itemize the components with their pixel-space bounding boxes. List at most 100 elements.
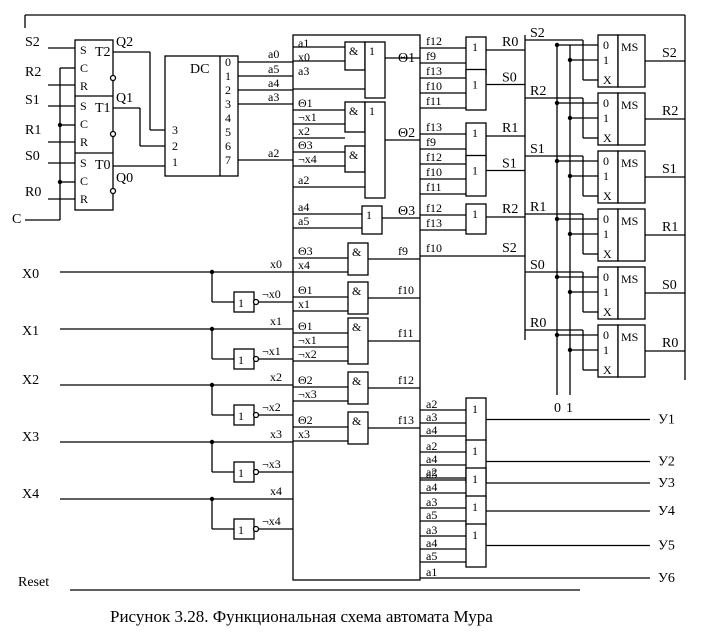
excitation-output: S1 xyxy=(502,157,517,172)
input-label: X0 xyxy=(22,267,39,282)
and-gate-symbol: & xyxy=(352,414,362,428)
input-label: X3 xyxy=(22,430,39,445)
output-label: У2 xyxy=(658,455,675,470)
inverter-output: ¬x3 xyxy=(262,457,281,471)
mux-pin: 0 xyxy=(603,212,609,226)
and-gate: & xyxy=(347,411,369,445)
inverter-gate: 1¬x1 xyxy=(209,326,293,370)
inverter-box xyxy=(233,348,255,370)
junction-dot xyxy=(567,231,573,237)
inverter-output: ¬x4 xyxy=(262,514,281,528)
mux-pin: 0 xyxy=(603,154,609,168)
clock-input: C xyxy=(12,212,21,227)
logic-input: ¬x1 xyxy=(298,110,317,124)
excitation-output: S0 xyxy=(502,71,517,86)
and-gate-symbol: & xyxy=(352,374,362,388)
const-zero-label: 0 xyxy=(554,401,561,416)
mux-input-label: R2 xyxy=(530,84,546,99)
mux-input-label: S2 xyxy=(530,26,545,41)
decoder-out-pin: 5 xyxy=(225,125,231,139)
junction-dot xyxy=(554,216,560,222)
theta-output: Θ2 xyxy=(398,126,415,141)
inverter-gate: 1¬x3 xyxy=(209,439,293,483)
bus-label: x2 xyxy=(270,370,282,384)
excitation-input: f10 xyxy=(426,241,442,255)
mux-input-label: S0 xyxy=(530,258,545,273)
inversion-bubble xyxy=(252,468,260,476)
inversion-bubble xyxy=(252,525,260,533)
trigger-s-input: S0 xyxy=(25,149,40,164)
mux-pin: 1 xyxy=(603,343,609,357)
excitation-input: f9 xyxy=(426,49,436,63)
or-gate-symbol: 1 xyxy=(472,500,478,514)
mux-output-label: S2 xyxy=(662,46,677,61)
output-gate-input: a5 xyxy=(426,467,437,481)
junction-dot xyxy=(567,347,573,353)
logic-input: Θ2 xyxy=(298,413,313,427)
mux-pin: X xyxy=(603,305,612,319)
logic-input: a1 xyxy=(298,36,309,50)
or-gate-symbol: 1 xyxy=(369,104,375,118)
decoder-output: a2 xyxy=(268,146,279,160)
excitation-input: f12 xyxy=(426,150,442,164)
decoder-output: a4 xyxy=(268,76,279,90)
and-gate-symbol: & xyxy=(349,104,359,118)
mux-output-label: R2 xyxy=(662,104,678,119)
and-gate: & xyxy=(344,41,366,71)
pin-c: C xyxy=(80,61,88,75)
or-gate-symbol: 1 xyxy=(472,444,478,458)
decoder-out-pin: 1 xyxy=(225,69,231,83)
logic-input: a3 xyxy=(298,64,309,78)
trigger-output: Q0 xyxy=(116,171,133,186)
and-gate: & xyxy=(344,145,366,173)
decoder-in-pin: 3 xyxy=(172,123,178,137)
logic-input: a4 xyxy=(298,200,309,214)
output-gate-input: a4 xyxy=(426,536,437,550)
mux-input-label: S1 xyxy=(530,142,545,157)
mux-input-label: R1 xyxy=(530,200,546,215)
inverter-box xyxy=(233,291,255,313)
excitation-output: S2 xyxy=(502,241,517,256)
output-label: У1 xyxy=(658,413,675,428)
mux-pin: X xyxy=(603,73,612,87)
junction-dot xyxy=(567,57,573,63)
input-label: X2 xyxy=(22,373,39,388)
mux-pin: 1 xyxy=(603,227,609,241)
inverter-box xyxy=(233,461,255,483)
mux-output-label: S1 xyxy=(662,162,677,177)
and-gate-symbol: & xyxy=(352,320,362,334)
excitation-input: f12 xyxy=(426,201,442,215)
or-gate-box xyxy=(364,41,386,99)
mux-input-label: R0 xyxy=(530,316,546,331)
mux-pin: 1 xyxy=(603,53,609,67)
mux-body xyxy=(617,34,646,88)
pin-r: R xyxy=(80,79,88,93)
output-label: У4 xyxy=(658,504,675,519)
or-gate-symbol: 1 xyxy=(472,40,478,54)
pin-s: S xyxy=(80,156,87,170)
decoder-out-pin: 6 xyxy=(225,139,231,153)
excitation-output: R2 xyxy=(502,202,518,217)
logic-input: a2 xyxy=(298,173,309,187)
excitation-input: f11 xyxy=(426,94,442,108)
output-gate-input: a1 xyxy=(426,565,437,579)
excitation-input: f10 xyxy=(426,79,442,93)
decoder-out-pin: 7 xyxy=(225,153,231,167)
trigger-output: Q2 xyxy=(116,35,133,50)
logic-input: ¬x2 xyxy=(298,347,317,361)
logic-input: Θ1 xyxy=(298,319,313,333)
logic-input: x3 xyxy=(298,427,310,441)
output-gate-input: a3 xyxy=(426,495,437,509)
inverter-output: ¬x2 xyxy=(262,400,281,414)
output-gate-input: a4 xyxy=(426,423,437,437)
logic-input: x2 xyxy=(298,124,310,138)
decoder-output: a3 xyxy=(268,90,279,104)
pin-s: S xyxy=(80,99,87,113)
